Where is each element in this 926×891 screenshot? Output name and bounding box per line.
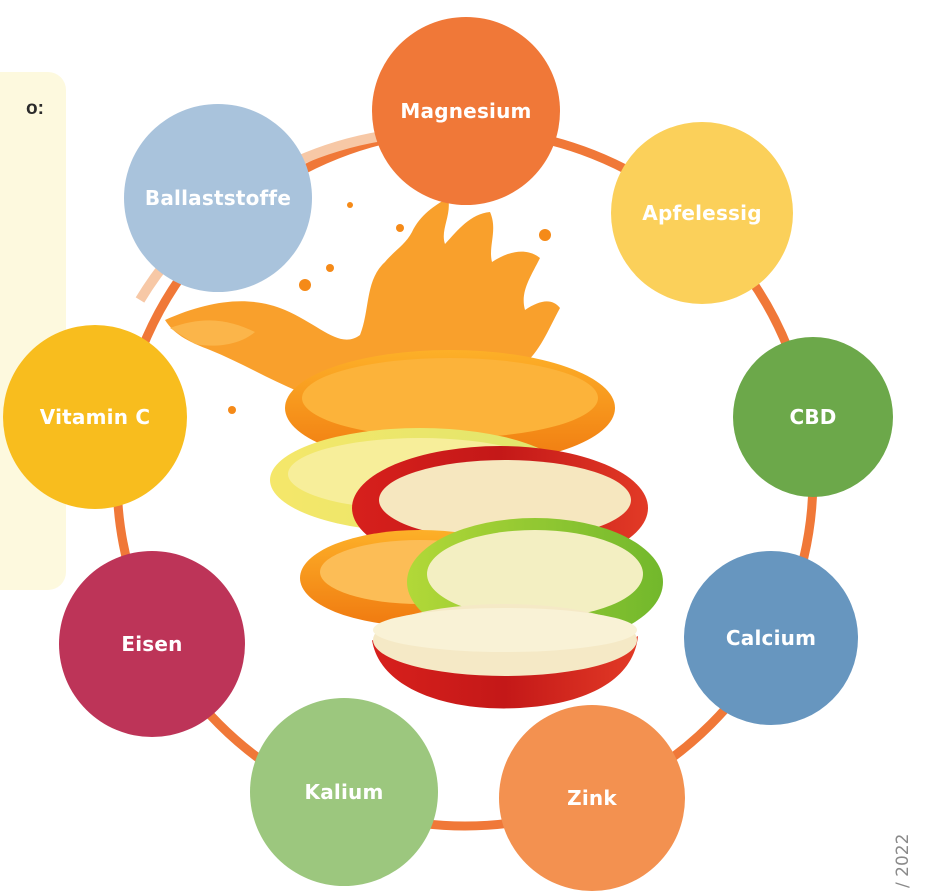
bubble-label: Eisen bbox=[121, 632, 182, 656]
bubble-label: Calcium bbox=[726, 626, 816, 650]
bubble-kalium: Kalium bbox=[250, 698, 438, 886]
bubble-apfelessig: Apfelessig bbox=[611, 122, 793, 304]
bubble-label: Magnesium bbox=[400, 99, 531, 123]
bubble-calcium: Calcium bbox=[684, 551, 858, 725]
bubble-label: Kalium bbox=[305, 780, 384, 804]
bubble-label: CBD bbox=[789, 405, 836, 429]
bubble-label: Vitamin C bbox=[40, 405, 150, 429]
credit-text: / 2022 bbox=[893, 834, 913, 888]
bubble-label: Zink bbox=[567, 786, 617, 810]
bubble-label: Apfelessig bbox=[642, 201, 761, 225]
bubble-zink: Zink bbox=[499, 705, 685, 891]
bubble-label: Ballaststoffe bbox=[145, 186, 291, 210]
bubble-ballaststoffe: Ballaststoffe bbox=[124, 104, 312, 292]
bubble-magnesium: Magnesium bbox=[372, 17, 560, 205]
bubble-vitamin-c: Vitamin C bbox=[3, 325, 187, 509]
bubble-eisen: Eisen bbox=[59, 551, 245, 737]
bubble-cbd: CBD bbox=[733, 337, 893, 497]
